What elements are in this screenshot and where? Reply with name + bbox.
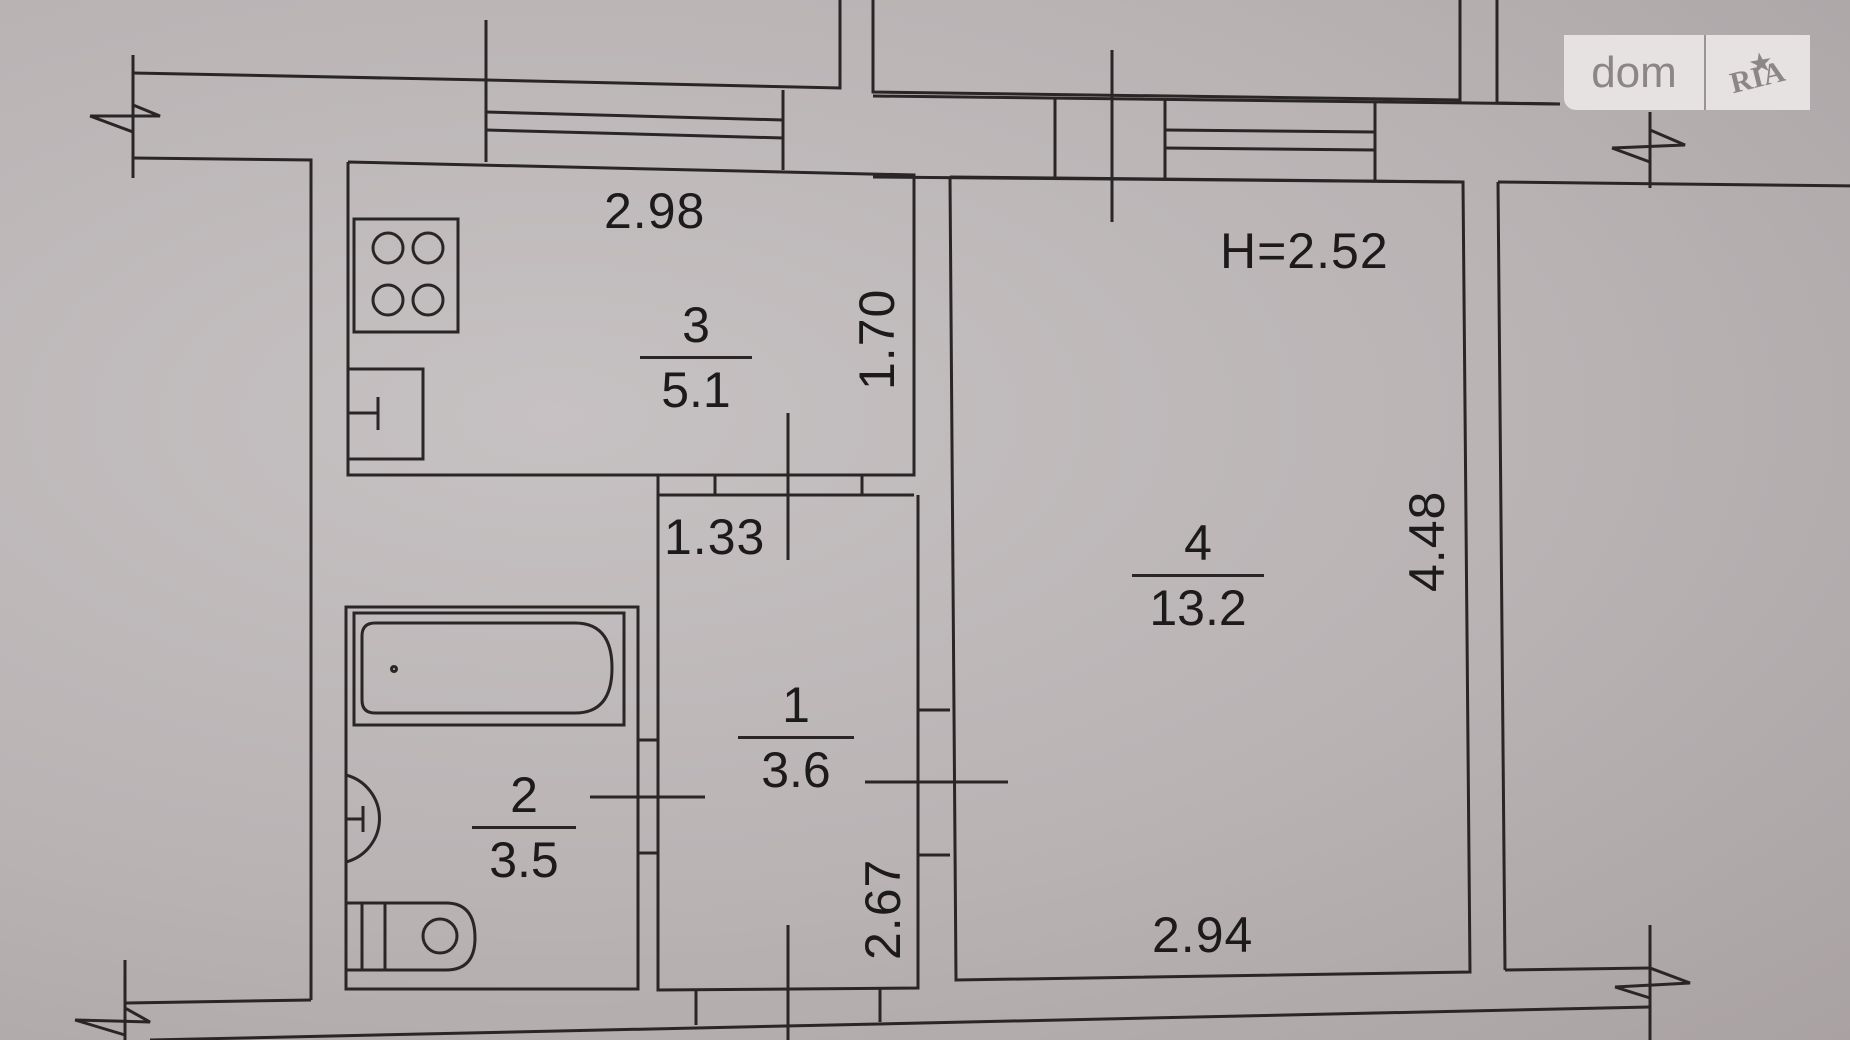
kitchen-room-tag: 3 5.1 xyxy=(640,300,752,415)
kitchen-sink-icon xyxy=(346,367,425,461)
toilet-icon xyxy=(346,901,477,972)
living-room-width-label: 2.94 xyxy=(1152,907,1254,963)
living-room-walls xyxy=(948,175,1472,982)
bathroom-area: 3.5 xyxy=(489,832,559,888)
hallway-walls xyxy=(656,495,1008,1040)
top-exterior-wall xyxy=(89,0,1561,1000)
ceiling-height-label: H=2.52 xyxy=(1220,223,1389,279)
bathtub-icon xyxy=(352,611,626,727)
fraction-bar xyxy=(472,826,576,829)
kitchen-depth-label: 1.70 xyxy=(849,288,905,390)
living-room-number: 4 xyxy=(1184,515,1212,571)
kitchen-window xyxy=(484,80,785,170)
right-neighbor-walls xyxy=(1496,112,1850,1040)
kitchen-area: 5.1 xyxy=(661,362,731,418)
stove-icon xyxy=(352,217,460,334)
bathroom-room-tag: 2 3.5 xyxy=(472,770,576,885)
fraction-bar xyxy=(1132,574,1264,577)
washbasin-icon xyxy=(345,773,381,864)
hallway-length-label: 2.67 xyxy=(855,858,911,960)
hallway-width-label: 1.33 xyxy=(664,509,766,565)
kitchen-width-label: 2.98 xyxy=(604,183,706,239)
logo-ria-text: RIA xyxy=(1727,54,1789,100)
logo-dom-text: dom xyxy=(1564,35,1706,110)
fraction-bar xyxy=(640,356,752,359)
domria-watermark-logo: dom ★ RIA xyxy=(1564,35,1810,110)
living-room-area: 13.2 xyxy=(1149,580,1247,636)
bathroom-walls xyxy=(344,605,705,991)
hallway-area: 3.6 xyxy=(761,742,831,798)
living-room-window xyxy=(872,50,1561,222)
logo-ria-mark: ★ RIA xyxy=(1706,35,1810,110)
fraction-bar xyxy=(738,736,854,739)
hallway-room-tag: 1 3.6 xyxy=(738,680,854,795)
bathroom-number: 2 xyxy=(510,767,538,823)
kitchen-number: 3 xyxy=(682,297,710,353)
living-room-depth-label: 4.48 xyxy=(1399,490,1455,592)
living-room-tag: 4 13.2 xyxy=(1132,518,1264,633)
bottom-exterior-wall xyxy=(74,960,1651,1040)
hallway-number: 1 xyxy=(782,677,810,733)
